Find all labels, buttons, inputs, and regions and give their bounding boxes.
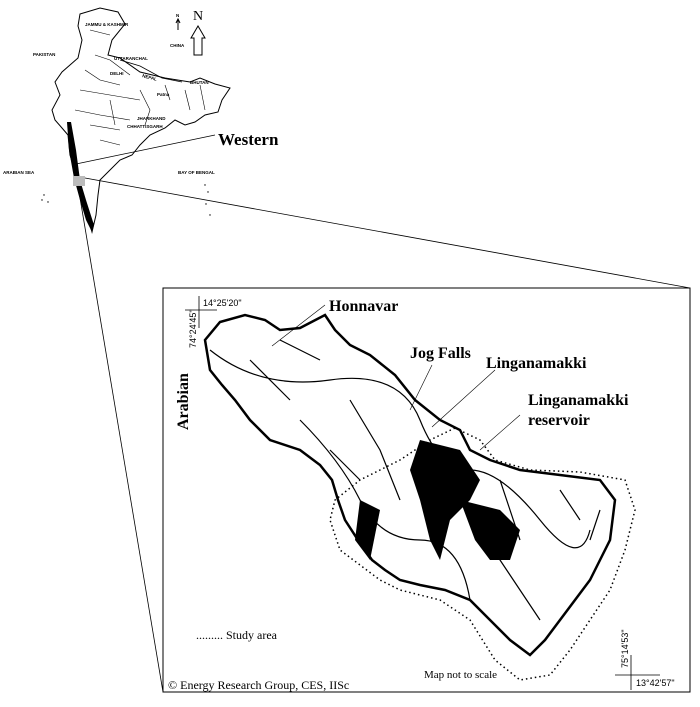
label-jog-falls: Jog Falls bbox=[410, 345, 471, 362]
label-bhutan: BHUTAN bbox=[190, 80, 209, 85]
label-arabian: Arabian bbox=[175, 373, 192, 430]
label-patna: Patna bbox=[157, 92, 170, 97]
coord-bottom-lon: 75°14'53" bbox=[620, 629, 630, 668]
north-arrow-icon bbox=[190, 25, 206, 56]
label-honnavar: Honnavar bbox=[329, 298, 398, 315]
label-reservoir-line2: reservoir bbox=[528, 412, 590, 429]
nepal-border bbox=[119, 59, 183, 83]
north-arrow-small-icon bbox=[175, 17, 181, 30]
scale-note: Map not to scale bbox=[424, 669, 497, 681]
label-nepal: NEPAL bbox=[142, 73, 158, 82]
label-reservoir-line1: Linganamakki bbox=[528, 392, 629, 409]
label-bay-of-bengal: BAY OF BENGAL bbox=[178, 170, 215, 175]
label-linganamakki: Linganamakki bbox=[486, 355, 587, 372]
label-jammu-kashmir: JAMMU & KASHMIR bbox=[85, 22, 129, 27]
label-arabian-sea: ARABIAN SEA bbox=[3, 170, 35, 175]
north-big-label: N bbox=[193, 9, 203, 24]
credit-text: © Energy Research Group, CES, IISc bbox=[168, 678, 349, 692]
western-ghats-strip bbox=[67, 122, 94, 232]
state-borders bbox=[74, 29, 206, 146]
label-delhi: DELHI bbox=[110, 71, 124, 76]
label-western: Western bbox=[218, 130, 279, 149]
coord-top-lon: 74°24'45" bbox=[188, 309, 198, 348]
label-china: CHINA bbox=[170, 43, 185, 48]
label-pakistan: PAKISTAN bbox=[33, 52, 55, 57]
top-left-crosshair bbox=[185, 296, 217, 328]
zoom-line-bottom bbox=[77, 185, 164, 693]
legend-study-area: ......... Study area bbox=[196, 628, 278, 642]
study-area-catchment bbox=[203, 313, 617, 657]
reservoir-pattern bbox=[355, 440, 520, 560]
bottom-right-crosshair bbox=[615, 655, 660, 690]
north-small-label: N bbox=[176, 13, 179, 18]
study-area-boundary bbox=[329, 427, 636, 681]
coord-top-lat: 14°25'20" bbox=[203, 298, 242, 308]
zoom-line-top bbox=[84, 177, 691, 289]
study-area-marker bbox=[73, 176, 85, 186]
label-uttaranchal: UTTARANCHAL bbox=[114, 56, 148, 61]
label-chhattisgarh: CHHATTISGARH bbox=[127, 124, 163, 129]
india-outline bbox=[51, 7, 231, 234]
islands bbox=[41, 184, 211, 216]
coord-bottom-lat: 13°42'57" bbox=[636, 678, 675, 688]
label-jharkhand: JHARKHAND bbox=[137, 116, 166, 121]
